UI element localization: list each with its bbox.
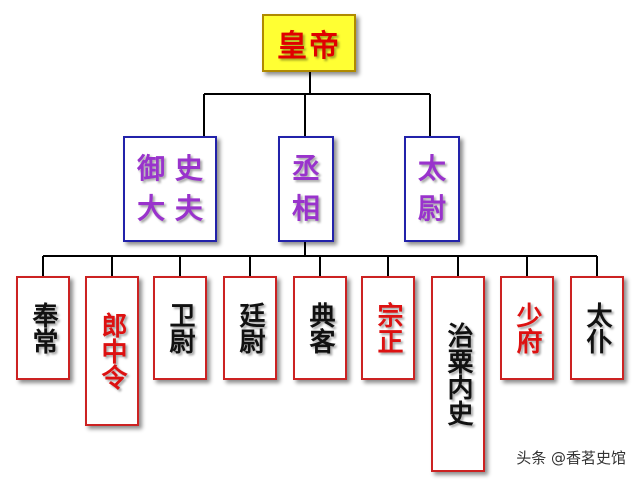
dianke-node: 典客 [293,276,347,380]
zongzheng-label: 宗正 [373,302,403,354]
fengchang-label: 奉常 [28,302,58,354]
weiwei-label: 卫尉 [165,302,195,354]
taiwei-line-1: 太 [417,152,446,185]
taipu-label: 太仆 [582,302,612,354]
weiwei-node: 卫尉 [153,276,207,380]
yushi-dafu-node: 御 史 大 夫 [123,136,217,242]
shaofu-node: 少府 [500,276,554,380]
taipu-node: 太仆 [570,276,624,380]
yushi-dafu-line-2: 大 夫 [137,192,203,225]
emperor-label: 皇帝 [277,29,341,64]
tingwei-label: 廷尉 [235,302,265,354]
fengchang-node: 奉常 [16,276,70,380]
emperor-node: 皇帝 [262,14,356,72]
taiwei-line-2: 尉 [417,192,446,225]
watermark: 头条 @香茗史馆 [516,449,626,467]
tingwei-node: 廷尉 [223,276,277,380]
chengxiang-line-2: 相 [291,192,320,225]
yushi-dafu-line-1: 御 史 [137,152,203,185]
dianke-label: 典客 [305,302,335,354]
chengxiang-line-1: 丞 [291,152,320,185]
chengxiang-node: 丞 相 [278,136,334,242]
langzhongling-label: 郎中令 [97,312,127,390]
taiwei-node: 太 尉 [404,136,460,242]
shaofu-label: 少府 [512,302,542,354]
zhisuneishi-label: 治粟内史 [443,322,473,426]
zhisuneishi-node: 治粟内史 [431,276,485,472]
zongzheng-node: 宗正 [361,276,415,380]
langzhongling-node: 郎中令 [85,276,139,426]
